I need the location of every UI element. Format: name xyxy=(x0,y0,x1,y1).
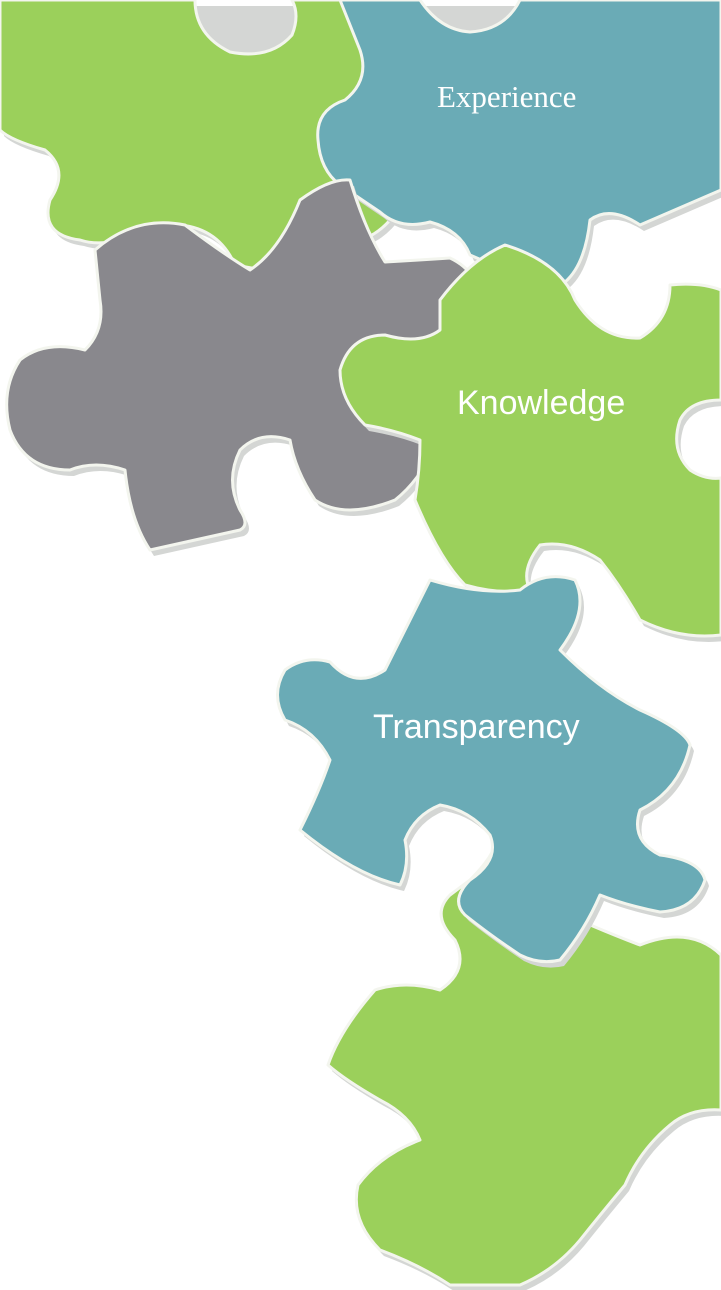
gray-puzzle-piece xyxy=(5,178,490,557)
teal-puzzle-piece-experience xyxy=(316,0,721,294)
knowledge-label: Knowledge xyxy=(457,384,626,422)
green-puzzle-piece-knowledge xyxy=(338,243,721,643)
green-puzzle-piece-bottom xyxy=(326,833,721,1290)
experience-label: Experience xyxy=(437,79,577,114)
teal-puzzle-piece-transparency xyxy=(276,575,709,968)
transparency-label: Transparency xyxy=(373,708,580,746)
